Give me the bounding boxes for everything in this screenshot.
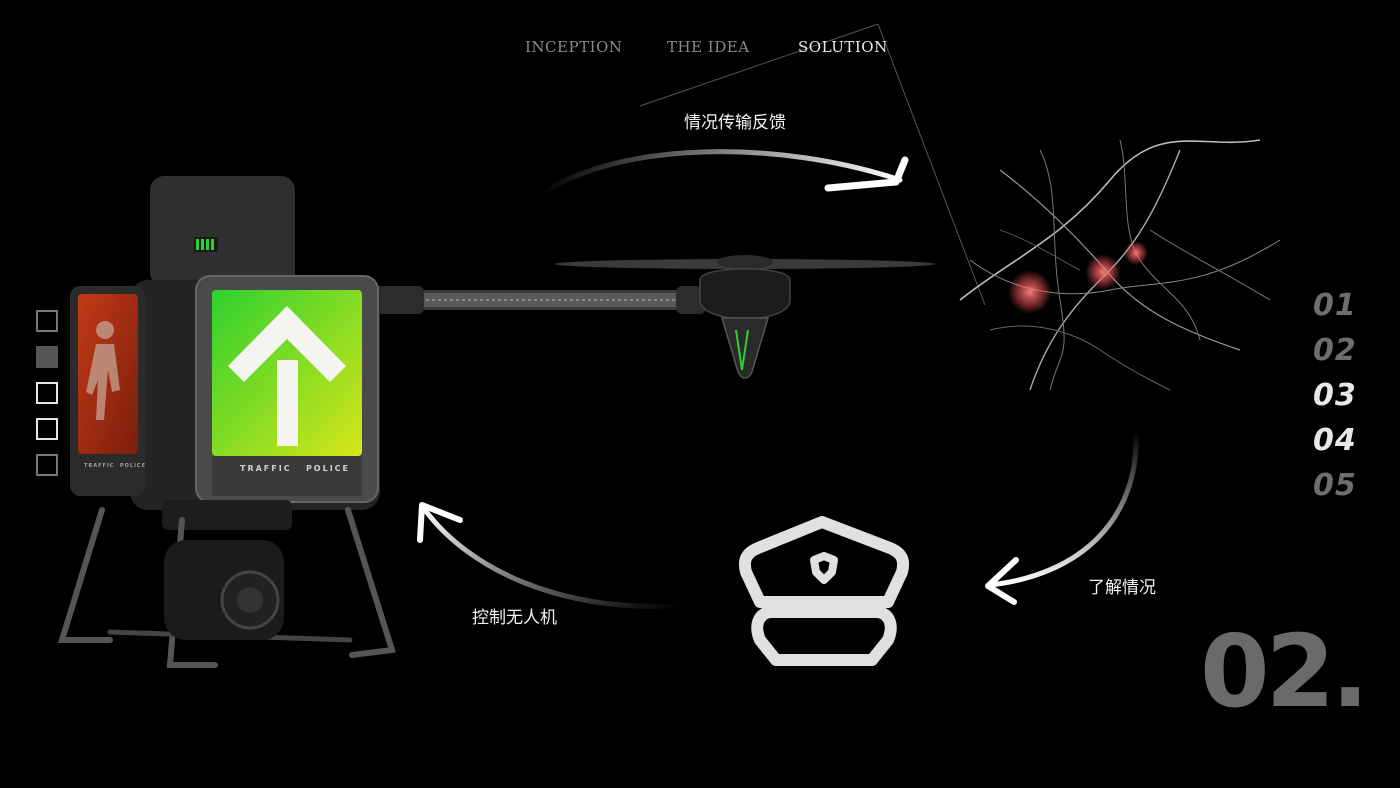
page-number-02[interactable]: 02 xyxy=(1313,333,1357,368)
city-map xyxy=(959,139,1281,391)
map-hotspot xyxy=(1124,241,1148,265)
nav-inception[interactable]: INCEPTION xyxy=(525,38,623,56)
police-cap-icon xyxy=(738,516,910,666)
guide-line xyxy=(877,23,986,306)
page-number-01[interactable]: 01 xyxy=(1313,288,1357,323)
slide-indicator-1[interactable] xyxy=(36,310,58,332)
slide-indicator-2[interactable] xyxy=(36,346,58,368)
curved-arrow-icon xyxy=(537,149,903,198)
drone-arm xyxy=(372,286,706,314)
panel-text-side: TRAFFIC POLICE xyxy=(84,463,147,469)
curved-arrow-icon xyxy=(422,507,683,610)
slide-indicator-3[interactable] xyxy=(36,382,58,404)
panel-text-front: TRAFFIC POLICE xyxy=(240,464,351,473)
drone-body xyxy=(57,176,396,668)
map-hotspot xyxy=(1008,270,1052,314)
section-number-digits: 02 xyxy=(1200,613,1335,730)
label-feedback: 情况传输反馈 xyxy=(684,113,786,133)
section-number-dot: . xyxy=(1331,613,1369,730)
pedestrian-icon xyxy=(86,321,120,420)
drone-rotor xyxy=(555,255,935,379)
page-number-04[interactable]: 04 xyxy=(1313,423,1357,458)
arrow-head xyxy=(985,557,1019,605)
page-number-03[interactable]: 03 xyxy=(1313,378,1357,413)
label-understand: 了解情况 xyxy=(1088,578,1156,598)
arrow-head xyxy=(417,502,463,543)
page-number-05[interactable]: 05 xyxy=(1313,468,1357,503)
nav-solution[interactable]: SOLUTION xyxy=(798,38,888,56)
nav-the-idea[interactable]: THE IDEA xyxy=(667,38,750,56)
curved-arrow-icon xyxy=(987,427,1139,588)
guide-line xyxy=(639,23,879,107)
up-arrow-icon xyxy=(228,306,346,446)
slide-indicator-4[interactable] xyxy=(36,418,58,440)
label-control-drone: 控制无人机 xyxy=(472,608,557,628)
arrow-head xyxy=(824,156,909,192)
section-number: 02. xyxy=(1200,622,1369,722)
slide-indicator-5[interactable] xyxy=(36,454,58,476)
map-hotspot xyxy=(1085,254,1121,290)
